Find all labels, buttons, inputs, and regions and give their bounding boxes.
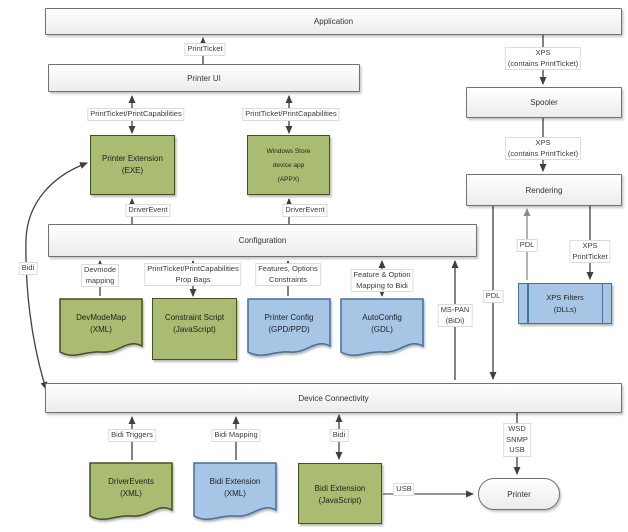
driverevent-right-label: DriverEvent bbox=[282, 204, 328, 217]
spooler-label: Spooler bbox=[530, 98, 558, 107]
windows-store-app-line2: device app bbox=[272, 162, 305, 169]
bidi-mapping-label: Bidi Mapping bbox=[211, 429, 261, 442]
arrow-bidi-curve bbox=[25, 162, 88, 390]
windows-store-app-line1: Windows Store bbox=[266, 148, 311, 155]
autoconfig-line1: AutoConfig bbox=[362, 313, 402, 322]
configuration-label: Configuration bbox=[238, 236, 287, 245]
application-label: Application bbox=[313, 17, 354, 26]
autoconfig-line2: (GDL) bbox=[371, 325, 393, 334]
ptpc-prop-bags-label: PrintTicket/PrintCapabilities Prop Bags bbox=[144, 263, 242, 286]
pdl-lower-label: PDL bbox=[482, 290, 504, 303]
xps-filters-inner-bar-right bbox=[601, 284, 603, 323]
usb-label: USB bbox=[393, 483, 415, 496]
bidi-extension-js-line1: Bidi Extension bbox=[314, 484, 366, 493]
driverevent-left-label: DriverEvent bbox=[125, 204, 171, 217]
application-box: Application bbox=[45, 8, 622, 35]
feature-option-bidi-label: Feature & Option Mapping to Bidi bbox=[350, 269, 414, 292]
bidi-center-label: Bidi bbox=[329, 429, 349, 442]
bidi-extension-xml-line1: Bidi Extension bbox=[209, 477, 261, 486]
windows-store-app-box: Windows Store device app (APPX) bbox=[247, 135, 330, 195]
rendering-label: Rendering bbox=[525, 185, 563, 195]
printer-extension-line2: (EXE) bbox=[121, 166, 144, 175]
printer-extension-line1: Printer Extension bbox=[102, 154, 163, 163]
xps-filters-line2: (DLLs) bbox=[553, 305, 577, 314]
bidi-extension-xml-doc: Bidi Extension (XML) bbox=[193, 462, 277, 526]
bidi-triggers-label: Bidi Triggers bbox=[108, 429, 156, 442]
pdl-upper-label: PDL bbox=[516, 239, 538, 252]
bidi-extension-js-box: Bidi Extension (JavaScript) bbox=[298, 463, 382, 524]
xps-filters-box: XPS Filters (DLLs) bbox=[518, 283, 612, 324]
rendering-box: Rendering bbox=[466, 174, 622, 206]
printer-extension-box: Printer Extension (EXE) bbox=[90, 135, 175, 195]
constraint-script-line2: (JavaScript) bbox=[173, 325, 216, 334]
printer-config-doc: Printer Config (GPD/PPD) bbox=[247, 298, 331, 362]
printer-label: Printer bbox=[507, 489, 531, 499]
devmode-mapping-label: Devmode mapping bbox=[80, 264, 120, 287]
ptpc-right-label: PrintTicket/PrintCapabilities bbox=[242, 108, 340, 121]
printer-config-line1: Printer Config bbox=[264, 313, 314, 322]
windows-store-app-line3: (APPX) bbox=[277, 176, 300, 183]
printer-ui-label: Printer UI bbox=[187, 73, 221, 83]
ms-pan-label: MS-PAN (BiDi) bbox=[437, 304, 473, 327]
autoconfig-doc: AutoConfig (GDL) bbox=[340, 298, 424, 362]
bidi-extension-xml-line2: (XML) bbox=[224, 489, 246, 498]
spooler-box: Spooler bbox=[466, 87, 622, 118]
xps-contains-2-label: XPS (contains PrintTicket) bbox=[504, 137, 582, 160]
driverevents-line2: (XML) bbox=[120, 489, 142, 498]
bidi-extension-js-line2: (JavaScript) bbox=[318, 496, 362, 505]
constraint-script-box: Constraint Script (JavaScript) bbox=[152, 298, 237, 360]
constraint-script-line1: Constraint Script bbox=[164, 313, 225, 322]
xps-contains-1-label: XPS (contains PrintTicket) bbox=[504, 47, 582, 70]
printticket-label: PrintTicket bbox=[184, 43, 226, 56]
bidi-left-label: Bidi bbox=[18, 262, 38, 275]
printer-ui-box: Printer UI bbox=[48, 64, 360, 92]
printer-config-line2: (GPD/PPD) bbox=[268, 325, 310, 334]
devmodemap-line1: DevModeMap bbox=[76, 313, 126, 322]
wsd-snmp-usb-label: WSD SNMP USB bbox=[503, 423, 531, 457]
xps-filters-inner-bar-left bbox=[527, 284, 529, 323]
ptpc-left-label: PrintTicket/PrintCapabilities bbox=[87, 108, 185, 121]
xps-printticket-label: XPS PrintTicket bbox=[569, 240, 611, 263]
printer-node: Printer bbox=[478, 478, 560, 510]
device-connectivity-box: Device Connectivity bbox=[45, 383, 622, 413]
device-connectivity-label: Device Connectivity bbox=[298, 393, 369, 403]
driverevents-doc: DriverEvents (XML) bbox=[89, 462, 173, 526]
configuration-box: Configuration bbox=[48, 224, 477, 257]
devmodemap-doc: DevModeMap (XML) bbox=[59, 298, 143, 362]
xps-filters-line1: XPS Filters bbox=[546, 293, 584, 302]
driverevents-line1: DriverEvents bbox=[108, 477, 154, 486]
features-options-label: Features, Options Constraints bbox=[255, 263, 321, 286]
devmodemap-line2: (XML) bbox=[90, 325, 112, 334]
